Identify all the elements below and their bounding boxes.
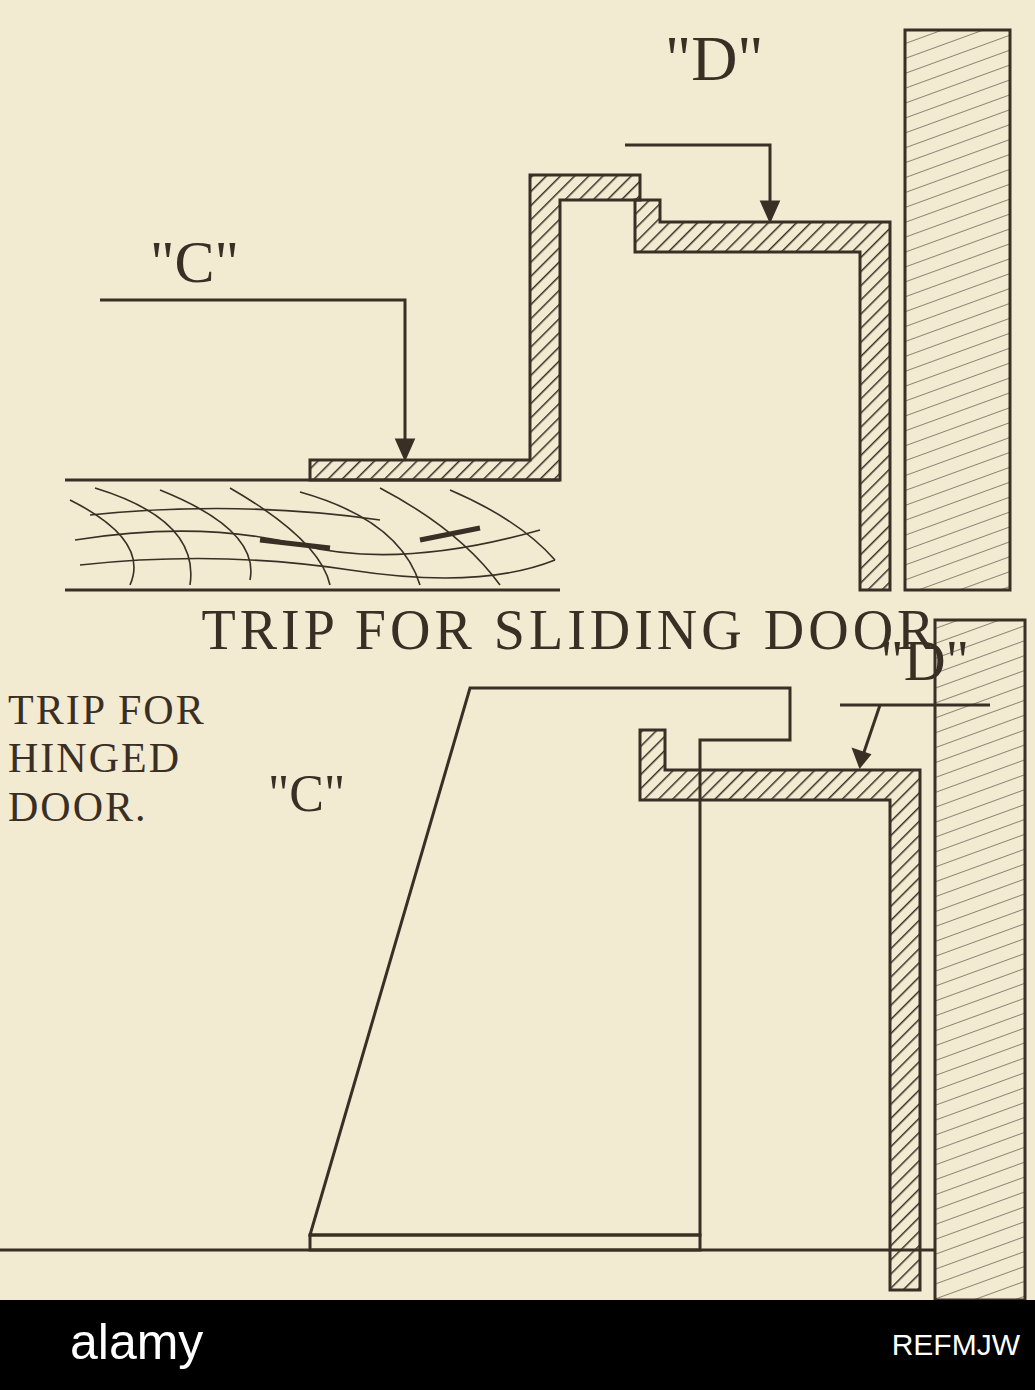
part-letter: "D": [880, 628, 1000, 695]
image-id: REFMJW: [820, 1328, 1020, 1363]
part-letter: "C": [150, 228, 270, 297]
part-letter: "D": [665, 22, 795, 96]
part-letter: "C": [268, 764, 378, 824]
leader-line: [840, 705, 990, 766]
wall: [905, 30, 1010, 590]
trip-bracket-d: [640, 730, 920, 1290]
trip-bracket-d: [635, 200, 890, 590]
wood-board: [65, 480, 560, 590]
watermark-logo: alamy: [70, 1314, 370, 1372]
watermark-bar: [0, 1300, 1035, 1390]
figure-caption: TRIP FOR SLIDING DOOR: [170, 598, 970, 662]
ramp-base: [310, 1235, 700, 1250]
wall: [935, 620, 1025, 1300]
figure-caption: TRIP FOR HINGED DOOR.: [8, 686, 248, 831]
leader-line: [100, 145, 778, 458]
trip-bracket-c: [310, 175, 640, 480]
